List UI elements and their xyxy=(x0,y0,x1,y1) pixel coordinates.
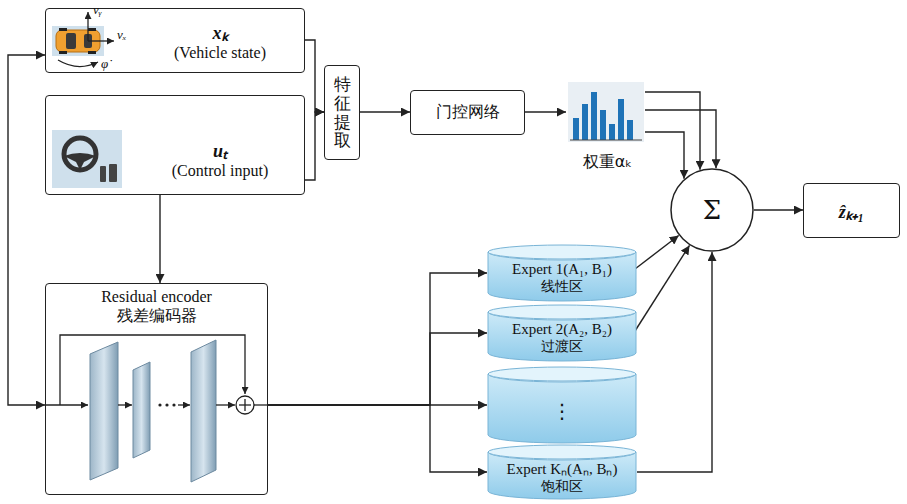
control-icon xyxy=(52,130,122,188)
node-text: 残差编码器 xyxy=(117,306,197,327)
node-text: ⋮ xyxy=(552,399,572,423)
node-text: 特征提取 xyxy=(334,75,351,150)
expert-cylinder: Expert 1(A₁, B₁)线性区 xyxy=(487,244,637,302)
node-text: (Control input) xyxy=(172,162,268,180)
connector-arrow xyxy=(635,236,679,270)
connector-arrow xyxy=(754,209,803,210)
connector-arrow xyxy=(305,112,324,180)
encoder-box: Residual encoder残差编码器 xyxy=(45,283,268,495)
weight-chart: 权重αₖ xyxy=(560,80,655,175)
node-text: 线性区 xyxy=(541,278,583,296)
vy-arrow xyxy=(87,12,88,41)
connector-arrow xyxy=(8,55,45,405)
expert-cylinder: Expert Kₙ(Aₙ, Bₙ)饱和区 xyxy=(487,444,637,500)
node-text: Expert Kₙ(Aₙ, Bₙ) xyxy=(507,458,618,478)
feature-box: 特征提取 xyxy=(324,65,360,160)
node-text: uₜ xyxy=(213,138,227,162)
connector-arrow xyxy=(268,273,487,405)
connector-arrow xyxy=(360,111,410,112)
input-box: uₜ(Control input) xyxy=(45,95,305,195)
gate-box: 门控网络 xyxy=(410,90,525,135)
yaw-arrow xyxy=(58,60,98,67)
expert-cylinder: Expert 2(A₂, B₂)过渡区 xyxy=(487,304,637,362)
connector-arrow xyxy=(635,245,690,331)
symbol-label: φ̇ xyxy=(101,56,108,72)
connector-arrow xyxy=(305,40,324,112)
node-text: Residual encoder xyxy=(101,288,212,306)
node-text: 饱和区 xyxy=(541,478,583,496)
connector-arrow xyxy=(268,405,487,472)
node-text: (Vehicle state) xyxy=(174,44,266,62)
connector-arrow xyxy=(525,111,566,112)
expert-cylinder: ⋮ xyxy=(487,366,637,444)
node-text: ẑₖ₊₁ xyxy=(839,199,864,223)
node-text: xₖ xyxy=(213,20,228,44)
connector-arrow xyxy=(637,252,712,472)
connector-arrow xyxy=(159,195,160,283)
node-text: Σ xyxy=(703,195,721,225)
vx-arrow xyxy=(88,40,114,41)
connector-arrow xyxy=(645,110,716,168)
connector-arrow xyxy=(645,92,700,170)
node-text: Expert 1(A₁, B₁) xyxy=(512,261,612,278)
state-box: xₖ(Vehicle state) xyxy=(45,8,305,73)
connector-arrow xyxy=(645,132,684,179)
node-text: 门控网络 xyxy=(436,102,500,123)
node-text: 权重αₖ xyxy=(583,152,632,173)
weight-histogram xyxy=(568,82,644,142)
output-box: ẑₖ₊₁ xyxy=(803,183,900,238)
symbol-label: vₓ xyxy=(117,27,126,43)
sum-circle: Σ xyxy=(670,168,754,252)
encoder-layers xyxy=(46,335,268,482)
node-text: Expert 2(A₂, B₂) xyxy=(512,321,612,338)
connector-arrow xyxy=(268,333,487,405)
symbol-label: vᵧ xyxy=(93,2,102,18)
node-text: 过渡区 xyxy=(541,338,583,356)
